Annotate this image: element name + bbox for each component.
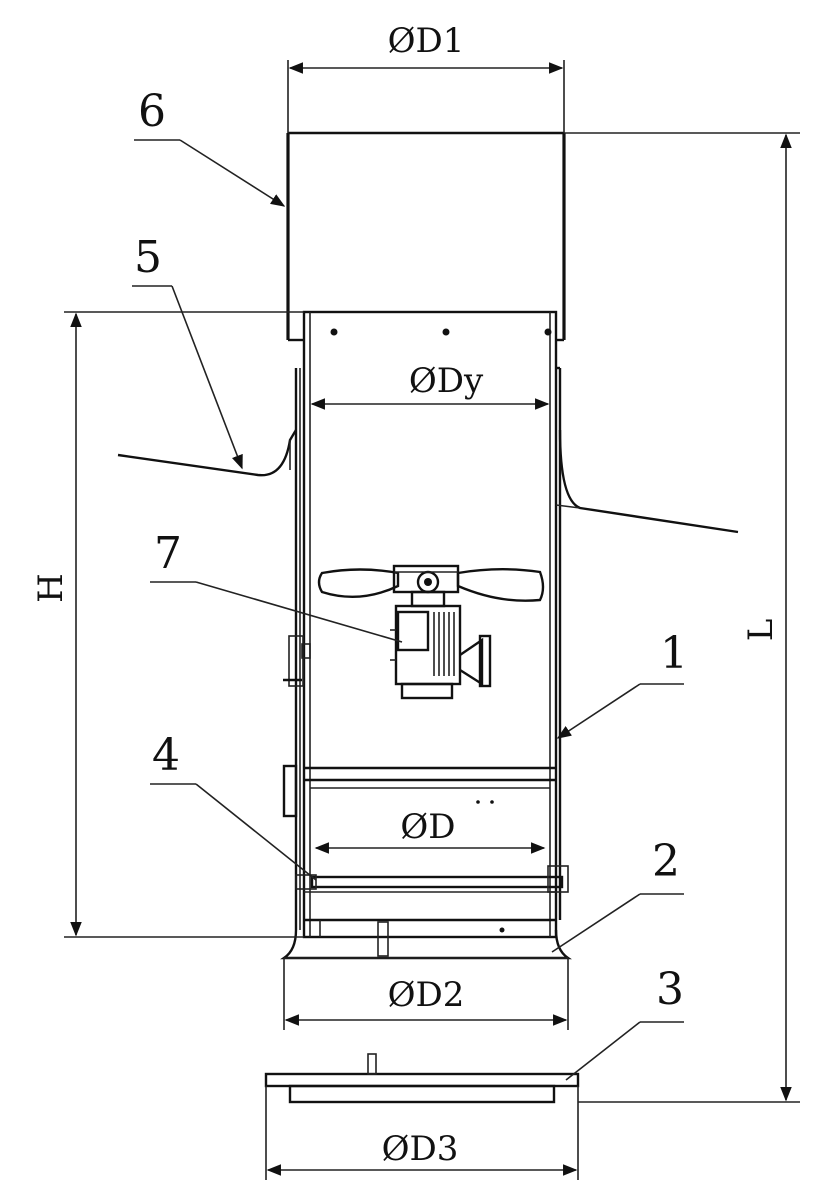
- callout-5: 5: [134, 232, 162, 283]
- dim-d3-label: ØD3: [382, 1129, 459, 1169]
- callout-3: 3: [656, 964, 684, 1015]
- callout-4: 4: [152, 730, 180, 781]
- callout-6: 6: [138, 86, 166, 137]
- dim-l-label: L: [741, 619, 781, 642]
- bottom-assembly: [280, 865, 572, 960]
- callout-2: 2: [652, 836, 680, 887]
- roof: [117, 429, 739, 534]
- hood: [286, 131, 566, 342]
- callout-1: 1: [660, 628, 688, 679]
- callout-7: 7: [154, 528, 182, 579]
- motor-impeller: [317, 564, 545, 700]
- dim-d2-label: ØD2: [388, 975, 465, 1015]
- dim-d1-label: ØD1: [388, 21, 465, 61]
- cap-plate: [264, 1053, 580, 1104]
- dim-h-label: H: [31, 573, 71, 603]
- housing: [282, 310, 562, 939]
- dim-dy-label: ØDy: [409, 361, 484, 401]
- dimensions: [64, 60, 800, 1180]
- dim-d-label: ØD: [400, 807, 455, 847]
